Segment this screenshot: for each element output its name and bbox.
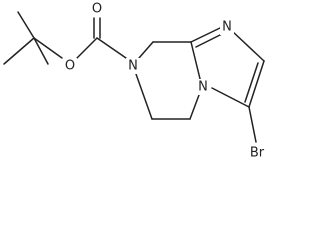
bond-ester-o-carbonyl-c <box>76 37 98 59</box>
bond-c6-n7 <box>135 73 153 120</box>
imidazole-nitrogen-label: N <box>222 20 232 35</box>
bond-c3-br <box>248 106 257 143</box>
bond-c2-c3-b <box>244 62 259 103</box>
bond-c3-n4 <box>211 87 250 108</box>
chemical-structure: O O N N N Br <box>3 1 271 161</box>
bond-tbu-methyl-top <box>17 11 35 39</box>
bromine-label: Br <box>250 146 265 161</box>
bond-c2-c3-a <box>248 60 265 108</box>
ester-oxygen-label-background <box>63 58 77 74</box>
bromine-label-background <box>244 145 271 161</box>
ester-oxygen-label: O <box>65 59 75 74</box>
imidazole-nitrogen-label-background <box>220 19 234 35</box>
bond-c8a-n1-b <box>195 33 223 48</box>
bond-n7-c8 <box>138 41 154 59</box>
carbonyl-oxygen-label: O <box>92 2 102 17</box>
bond-n1-c2 <box>231 30 265 62</box>
bond-tbu-c-o <box>33 37 63 59</box>
bond-tbu-methyl-right <box>33 37 49 65</box>
bond-tbu-methyl-left <box>3 37 35 65</box>
bond-c8a-n1-a <box>190 27 221 43</box>
bridgehead-nitrogen-label: N <box>198 80 208 95</box>
bridgehead-nitrogen-label-background <box>196 79 210 95</box>
piperazine-nitrogen-label-background <box>126 58 140 74</box>
bond-carbonyl-c-n <box>96 37 127 59</box>
carbonyl-oxygen-label-background <box>90 1 104 17</box>
piperazine-nitrogen-label: N <box>128 59 138 74</box>
